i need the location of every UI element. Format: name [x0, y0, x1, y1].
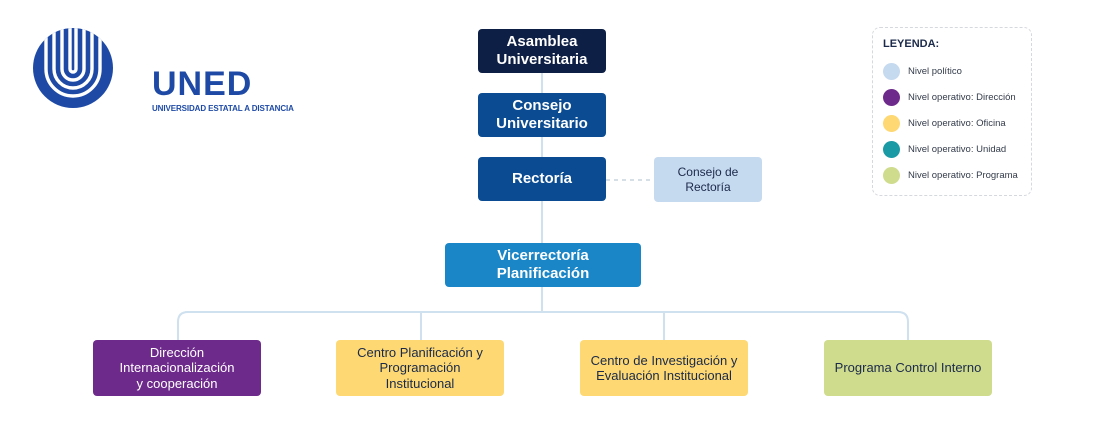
legend-item-direccion: Nivel operativo: Dirección: [883, 84, 1021, 110]
legend-label: Nivel operativo: Programa: [908, 169, 1018, 181]
legend: LEYENDA: Nivel político Nivel operativo:…: [872, 27, 1032, 196]
node-label: Centro de Investigación y Evaluación Ins…: [590, 352, 738, 383]
node-label: Rectoría: [511, 170, 573, 188]
logo-subtitle: UNIVERSIDAD ESTATAL A DISTANCIA: [152, 104, 294, 113]
node-consejo-de-rectoria: Consejo de Rectoría: [654, 157, 762, 202]
legend-dot-icon: [883, 140, 900, 158]
uned-emblem-icon: [33, 28, 113, 108]
node-consejo-universitario: Consejo Universitario: [478, 93, 606, 137]
node-direccion-internacionalizacion: Dirección Internacionalización y coopera…: [93, 340, 261, 396]
legend-item-politico: Nivel político: [883, 58, 1021, 84]
node-centro-planificacion: Centro Planificación y Programación Inst…: [336, 340, 504, 396]
node-programa-control-interno: Programa Control Interno: [824, 340, 992, 396]
logo-title: UNED: [152, 65, 253, 103]
node-label: Dirección Internacionalización y coopera…: [119, 345, 235, 391]
node-label: Consejo Universitario: [496, 97, 588, 132]
legend-item-unidad: Nivel operativo: Unidad: [883, 136, 1021, 162]
uned-logo: UNED UNIVERSIDAD ESTATAL A DISTANCIA: [32, 27, 294, 113]
node-label: Consejo de Rectoría: [677, 165, 739, 194]
node-label: Programa Control Interno: [834, 360, 982, 376]
node-label: Centro Planificación y Programación Inst…: [357, 345, 483, 391]
node-vicerrectoria-planificacion: Vicerrectoría Planificación: [445, 243, 641, 287]
legend-dot-icon: [883, 114, 900, 132]
node-label: Asamblea Universitaria: [496, 33, 588, 68]
legend-label: Nivel operativo: Unidad: [908, 143, 1007, 155]
legend-item-oficina: Nivel operativo: Oficina: [883, 110, 1021, 136]
legend-item-programa: Nivel operativo: Programa: [883, 162, 1021, 188]
legend-title: LEYENDA:: [883, 38, 940, 50]
legend-dot-icon: [883, 88, 900, 106]
node-centro-investigacion: Centro de Investigación y Evaluación Ins…: [580, 340, 748, 396]
legend-label: Nivel político: [908, 65, 962, 77]
legend-label: Nivel operativo: Oficina: [908, 117, 1006, 129]
node-asamblea-universitaria: Asamblea Universitaria: [478, 29, 606, 73]
legend-label: Nivel operativo: Dirección: [908, 91, 1016, 103]
node-label: Vicerrectoría Planificación: [496, 247, 590, 282]
legend-dot-icon: [883, 62, 900, 80]
legend-dot-icon: [883, 166, 900, 184]
node-rectoria: Rectoría: [478, 157, 606, 201]
